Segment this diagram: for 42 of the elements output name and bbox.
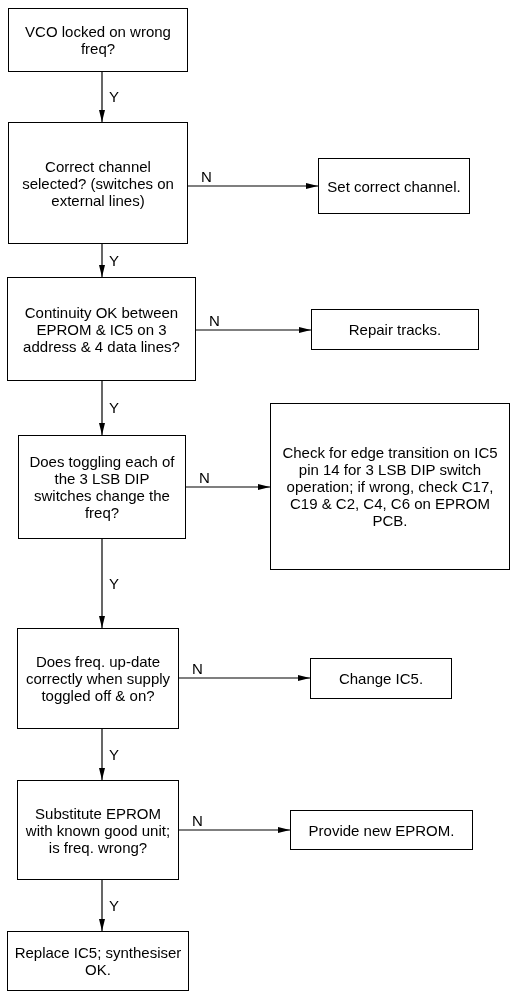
process-box	[318, 158, 470, 214]
box-text: Check for edge transition on IC5 pin 14 for 3 LSB DIP switch operation; if wrong, check C17, C19 & C2, C4, C6 on EPROM PCB.	[281, 444, 499, 529]
process-box	[17, 780, 179, 880]
box-text: Provide new EPROM.	[308, 821, 455, 839]
arrow	[185, 484, 271, 490]
decision-box	[8, 8, 188, 72]
arrow	[99, 728, 105, 781]
process-box	[7, 931, 189, 991]
arrow	[178, 675, 311, 681]
process-box	[17, 628, 179, 729]
process-box	[310, 658, 452, 699]
edge-label: N	[208, 313, 221, 328]
box-text: Change IC5.	[338, 670, 424, 687]
process-box	[18, 435, 186, 539]
arrow	[99, 380, 105, 436]
edge-label: N	[191, 813, 204, 828]
process-box	[270, 403, 510, 570]
box-text: Continuity OK between EPROM & IC5 on 3 address & 4 data lines?	[22, 303, 181, 355]
arrow	[99, 71, 105, 123]
process-box	[7, 277, 196, 381]
process-box	[290, 810, 473, 850]
arrow	[99, 243, 105, 278]
box-text: Substitute EPROM with known good unit; is freq. wrong?	[24, 804, 172, 856]
edge-label: N	[198, 470, 211, 485]
box-text: Repair tracks.	[348, 321, 442, 338]
edge-label: Y	[108, 89, 120, 104]
arrow	[178, 827, 291, 833]
box-text: Does toggling each of the 3 LSB DIP switches change the freq?	[28, 453, 176, 521]
box-text: Set correct channel.	[327, 177, 461, 195]
box-text: Does freq. up-date correctly when supply toggled off & on?	[24, 653, 172, 704]
arrow	[195, 327, 312, 333]
arrow	[99, 538, 105, 629]
arrow	[187, 183, 319, 189]
edge-label: Y	[108, 400, 120, 415]
edge-label: N	[191, 661, 204, 676]
process-box	[8, 122, 188, 244]
process-box	[311, 309, 479, 350]
box-text: Replace IC5; synthesiser OK.	[14, 944, 182, 978]
arrow	[99, 879, 105, 932]
box-text: Correct channel selected? (switches on external lines)	[21, 157, 175, 209]
box-text: VCO locked on wrong freq?	[24, 23, 172, 57]
edge-label: N	[200, 169, 213, 184]
